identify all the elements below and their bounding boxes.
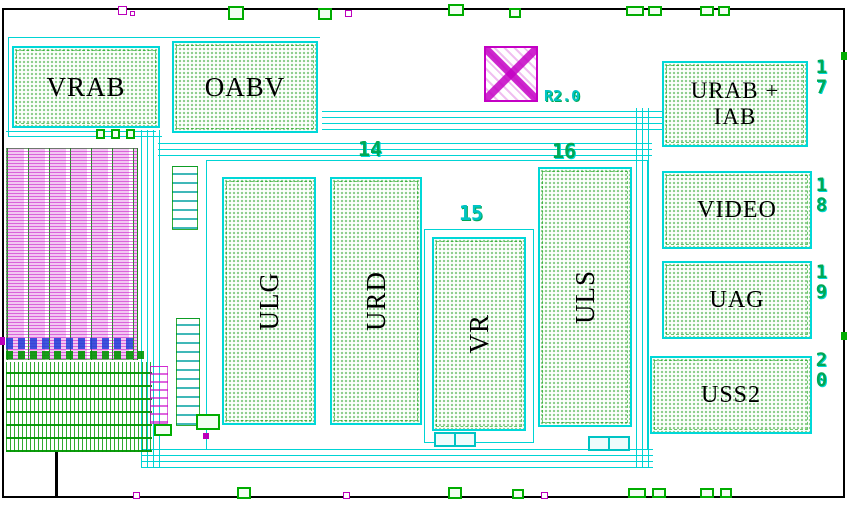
pad bbox=[652, 488, 666, 498]
connector-box bbox=[588, 436, 630, 451]
cell-cluster bbox=[172, 166, 198, 230]
tap-cell bbox=[96, 129, 105, 139]
pin-number-18: 18 bbox=[815, 174, 828, 216]
pad bbox=[318, 8, 332, 20]
routing-bus-bottom bbox=[141, 446, 653, 468]
pad bbox=[118, 6, 127, 15]
memory-array-top bbox=[6, 148, 138, 360]
pin-number-17: 17 bbox=[815, 56, 828, 98]
block-vr[interactable]: VR bbox=[432, 237, 526, 431]
connector-box bbox=[434, 432, 476, 447]
pad bbox=[512, 489, 524, 499]
edge-tick bbox=[841, 52, 847, 60]
via-row-blue bbox=[6, 338, 138, 349]
pad bbox=[648, 6, 662, 16]
pad bbox=[700, 488, 714, 498]
cell-cluster bbox=[196, 414, 220, 430]
routing-line-top-left bbox=[8, 37, 320, 38]
pad bbox=[718, 6, 730, 16]
routing-ring-core bbox=[206, 160, 648, 450]
block-label: VIDEO bbox=[697, 196, 777, 223]
block-urd[interactable]: URD bbox=[330, 177, 422, 425]
pad bbox=[720, 488, 732, 498]
tap-cell bbox=[111, 129, 120, 139]
cell-cluster bbox=[150, 366, 168, 424]
routing-bus-top bbox=[322, 110, 662, 130]
block-uls[interactable]: ULS bbox=[538, 167, 632, 427]
block-label: URAB + bbox=[690, 77, 780, 103]
via-row-green bbox=[6, 351, 144, 359]
die-boundary bbox=[2, 8, 845, 498]
block-label: VRAB bbox=[46, 71, 126, 102]
pad bbox=[541, 492, 548, 499]
pad bbox=[628, 488, 646, 498]
block-uss2[interactable]: USS2 bbox=[650, 356, 812, 434]
routing-line-under-vrab bbox=[8, 136, 162, 137]
net-number-16: 16 bbox=[552, 139, 577, 163]
routing-line-array-top bbox=[6, 131, 156, 132]
pad bbox=[700, 6, 714, 16]
net-number-15: 15 bbox=[459, 201, 484, 225]
pad bbox=[237, 487, 251, 499]
routing-line-left-edge bbox=[8, 37, 9, 137]
die-boundary-notch bbox=[55, 452, 58, 498]
block-vrab[interactable]: VRAB bbox=[12, 46, 160, 128]
cell-cluster bbox=[154, 424, 172, 436]
block-urab-iab[interactable]: URAB + IAB bbox=[662, 61, 808, 147]
pad bbox=[626, 6, 644, 16]
net-number-14: 14 bbox=[358, 137, 383, 161]
pad bbox=[130, 11, 135, 16]
block-video[interactable]: VIDEO bbox=[662, 171, 812, 249]
cell-cluster bbox=[176, 318, 200, 426]
cell-cluster bbox=[203, 433, 209, 439]
block-label: OABV bbox=[204, 71, 286, 102]
block-label: URD bbox=[360, 270, 391, 331]
block-label: UAG bbox=[709, 286, 765, 313]
pad bbox=[228, 6, 244, 20]
edge-tick bbox=[841, 332, 847, 340]
block-oabv[interactable]: OABV bbox=[172, 41, 318, 133]
pad bbox=[448, 4, 464, 16]
routing-bus-right bbox=[636, 108, 654, 468]
block-ulg[interactable]: ULG bbox=[222, 177, 316, 425]
edge-tick bbox=[0, 337, 5, 345]
pad bbox=[343, 492, 350, 499]
pin-number-20: 20 bbox=[815, 349, 828, 391]
block-label: ULG bbox=[253, 271, 284, 331]
block-label: ULS bbox=[569, 269, 600, 324]
pad bbox=[448, 487, 462, 499]
revision-label: R2.0 bbox=[544, 87, 581, 105]
alignment-cross-marker bbox=[484, 46, 538, 102]
tap-cell bbox=[126, 129, 135, 139]
memory-array-bottom bbox=[6, 362, 152, 452]
block-uag[interactable]: UAG bbox=[662, 261, 812, 339]
pad bbox=[345, 10, 352, 17]
pin-number-19: 19 bbox=[815, 261, 828, 303]
block-label: USS2 bbox=[700, 381, 762, 408]
block-label: VR bbox=[463, 314, 494, 354]
routing-ring-vr bbox=[424, 229, 534, 443]
pad bbox=[509, 8, 521, 18]
pad bbox=[133, 492, 140, 499]
routing-bus-mid-top bbox=[158, 139, 652, 156]
block-label: IAB bbox=[713, 104, 757, 129]
